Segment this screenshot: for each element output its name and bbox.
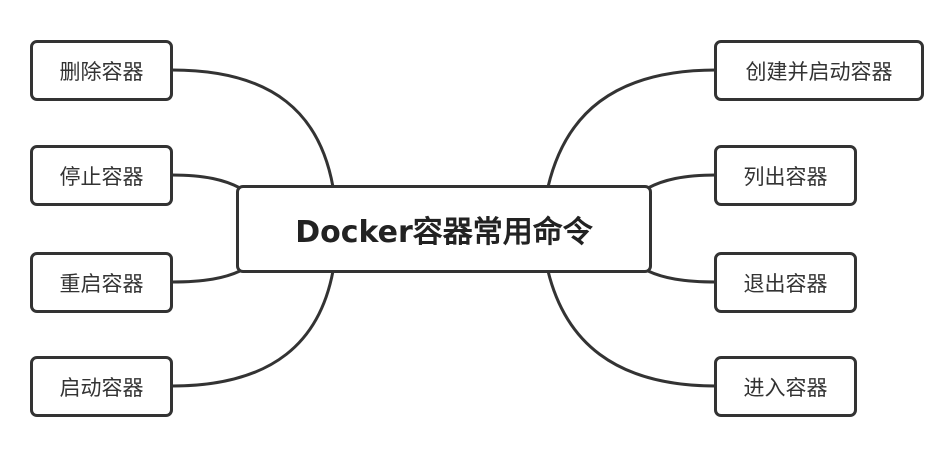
link-list-container [647,173,717,190]
node-restart-container[interactable]: 重启容器 [30,252,173,313]
node-stop-container[interactable]: 停止容器 [30,145,173,206]
link-create-start-container [546,68,717,188]
link-stop-container [171,173,241,190]
node-enter-container[interactable]: 进入容器 [714,356,857,417]
node-list-container[interactable]: 列出容器 [714,145,857,206]
link-exit-container [647,269,717,284]
link-enter-container [546,270,717,388]
node-start-container[interactable]: 启动容器 [30,356,173,417]
node-delete-container[interactable]: 删除容器 [30,40,173,101]
link-delete-container [171,68,335,188]
node-exit-container[interactable]: 退出容器 [714,252,857,313]
link-start-container [171,270,335,388]
central-topic[interactable]: Docker容器常用命令 [236,185,652,273]
node-create-start-container[interactable]: 创建并启动容器 [714,40,924,101]
link-restart-container [171,269,241,284]
